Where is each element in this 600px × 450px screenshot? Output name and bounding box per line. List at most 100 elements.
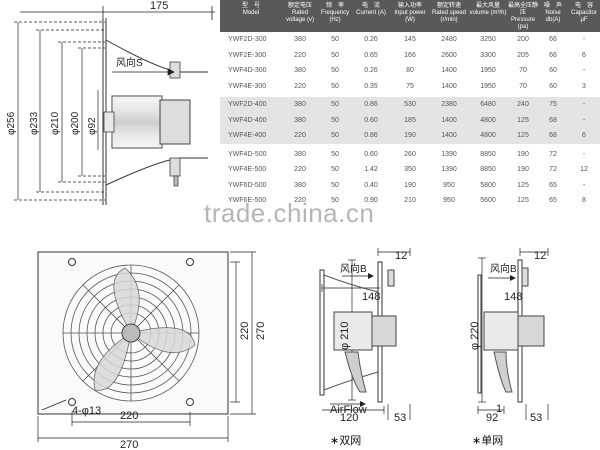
- table-cell: 530: [404, 101, 416, 109]
- table-cell: 185: [404, 116, 416, 124]
- airflow-label-top: 风向S: [116, 56, 143, 69]
- table-cell: 200: [517, 36, 529, 44]
- table-cell: -: [582, 101, 586, 109]
- table-cell: 12: [580, 166, 588, 174]
- table-cell: 220: [294, 51, 306, 59]
- table-cell: 1950: [480, 67, 496, 75]
- table-cell: 80: [406, 67, 414, 75]
- table-cell: 1400: [441, 82, 457, 90]
- table-cell: 70: [519, 67, 527, 75]
- table-cell: 190: [404, 132, 416, 140]
- model-cell: YWF4E-500: [228, 166, 267, 174]
- table-cell: 220: [294, 166, 306, 174]
- table-cell: 166: [404, 51, 416, 59]
- side-view-double: [319, 248, 411, 420]
- table-cell: 75: [549, 101, 557, 109]
- front-dim-holes: 4-φ13: [72, 405, 101, 417]
- table-cell: 50: [331, 116, 339, 124]
- table-cell: 0.86: [364, 101, 378, 109]
- table-cell: 8850: [480, 166, 496, 174]
- table-cell: 0.26: [364, 67, 378, 75]
- table-cell: 50: [331, 150, 339, 158]
- side2-caption: ∗单网: [472, 434, 503, 447]
- table-cell: 380: [294, 116, 306, 124]
- table-cell: -: [582, 67, 586, 75]
- table-cell: 2380: [441, 101, 457, 109]
- table-cell: 0.60: [364, 150, 378, 158]
- table-cell: 220: [294, 132, 306, 140]
- table-cell: 50: [331, 51, 339, 59]
- dim-175: [20, 6, 215, 20]
- side1-dim-53: 53: [394, 412, 406, 424]
- table-cell: 50: [331, 132, 339, 140]
- table-cell: 60: [549, 82, 557, 90]
- table-cell: 3300: [480, 51, 496, 59]
- table-cell: 125: [517, 197, 529, 205]
- model-cell: YWF4E-300: [228, 82, 267, 90]
- table-cell: 1.42: [364, 166, 378, 174]
- side1-caption: ∗双网: [330, 434, 361, 447]
- motor-body: [103, 95, 191, 149]
- dim-d200: φ200: [70, 111, 81, 135]
- side2-dim-1: 1: [496, 403, 502, 415]
- table-cell: 50: [331, 82, 339, 90]
- side1-wind-dir: 风向B: [340, 262, 367, 275]
- table-cell: 50: [331, 166, 339, 174]
- dim-d256: φ256: [6, 111, 17, 135]
- front-dim-270-w: 270: [120, 439, 138, 450]
- table-cell: 380: [294, 67, 306, 75]
- side1-dim-148: 148: [362, 291, 380, 303]
- table-cell: 60: [549, 67, 557, 75]
- airflow-arrow-top: [112, 68, 175, 76]
- side2-dim-148: 148: [504, 291, 522, 303]
- table-cell: 68: [549, 132, 557, 140]
- table-cell: 1400: [441, 116, 457, 124]
- table-cell: 8850: [480, 150, 496, 158]
- table-cell: 220: [294, 82, 306, 90]
- table-cell: 2600: [441, 51, 457, 59]
- table-cell: 0.90: [364, 197, 378, 205]
- table-cell: 205: [517, 51, 529, 59]
- table-cell: 5600: [480, 197, 496, 205]
- table-cell: 0.65: [364, 51, 378, 59]
- table-cell: 3250: [480, 36, 496, 44]
- table-cell: -: [582, 116, 586, 124]
- side2-wind-dir: 风向B: [490, 262, 517, 275]
- table-cell: 65: [549, 197, 557, 205]
- table-cell: 50: [331, 197, 339, 205]
- dim-175-label: 175: [150, 0, 168, 12]
- model-cell: YWF4D-500: [228, 150, 267, 158]
- table-cell: 4800: [480, 132, 496, 140]
- front-dim-220-h: 220: [239, 322, 251, 340]
- table-cell: 50: [331, 36, 339, 44]
- model-cell: YWF2D-400: [228, 101, 267, 109]
- table-cell: 0.86: [364, 132, 378, 140]
- table-cell: 4800: [480, 116, 496, 124]
- model-cell: YWF4D-400: [228, 116, 267, 124]
- watermark: trade.china.cn: [204, 198, 375, 228]
- table-cell: 950: [443, 181, 455, 189]
- side1-dim-12: 12: [395, 250, 407, 262]
- table-cell: 190: [404, 181, 416, 189]
- table-cell: 190: [517, 150, 529, 158]
- dim-d233: φ233: [29, 111, 40, 135]
- model-cell: YWF6D-500: [228, 181, 267, 189]
- table-cell: 380: [294, 150, 306, 158]
